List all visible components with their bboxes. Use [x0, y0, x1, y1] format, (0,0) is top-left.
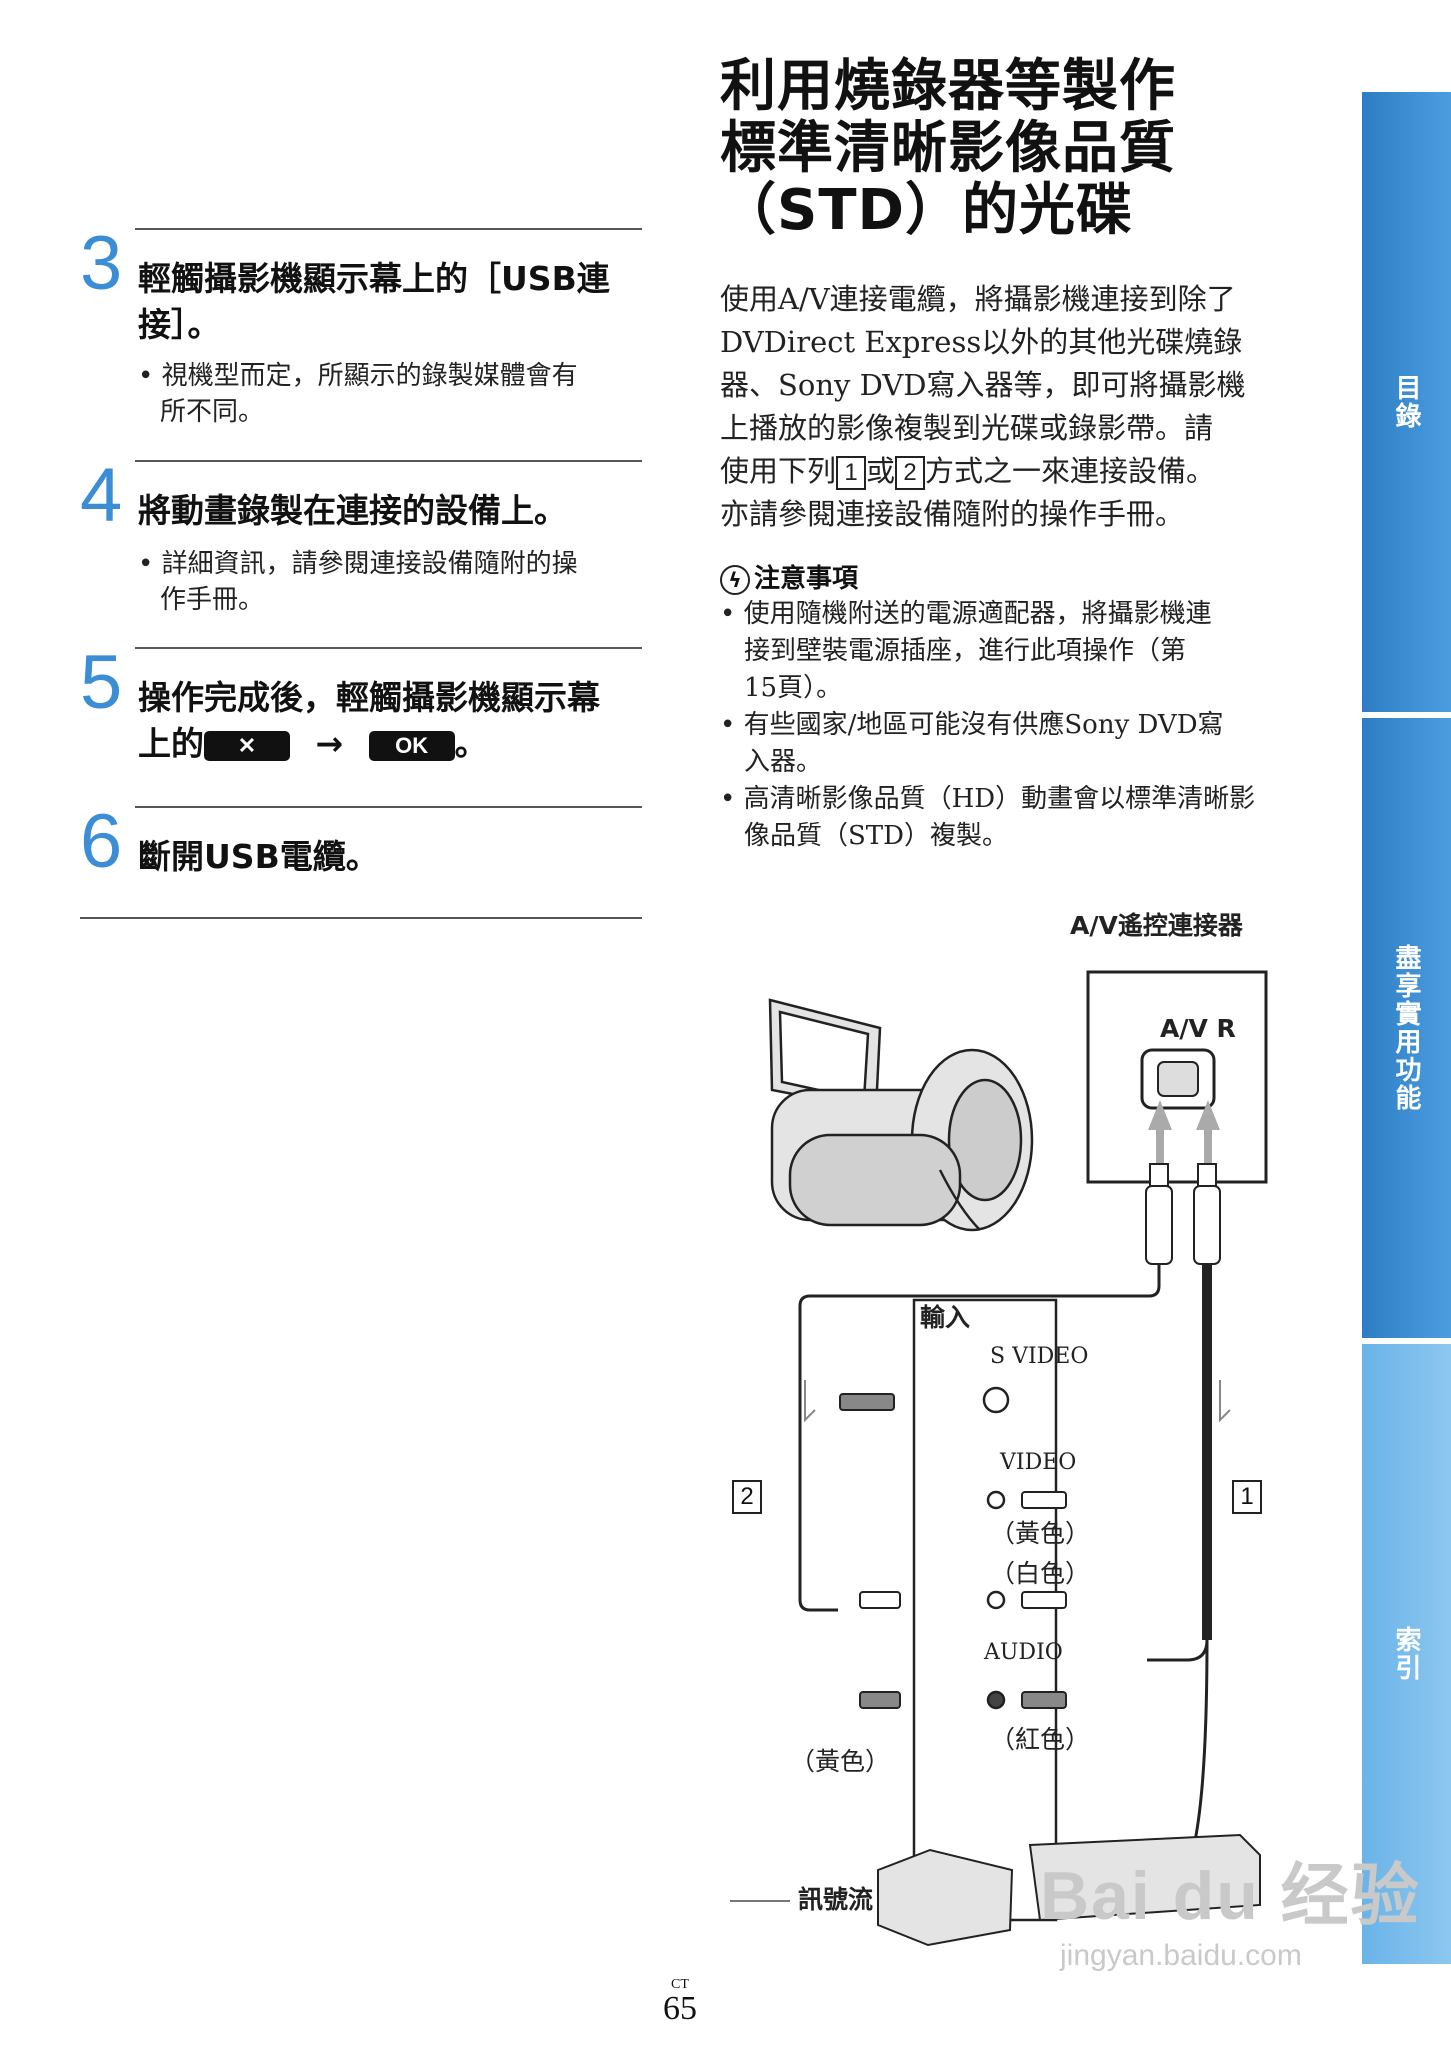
intro-line: 上播放的影像複製到光碟或錄影帶。請 [720, 411, 1214, 445]
tab-label: 索引 [1391, 1626, 1421, 1682]
step-number: 6 [80, 799, 123, 884]
caution-line: 接到壁裝電源插座，進行此項操作（第 [744, 636, 1187, 666]
tab-index[interactable]: 索引 [1362, 1344, 1451, 1964]
tab-useful-functions[interactable]: 盡享實用功能 [1362, 718, 1451, 1338]
title-line: 利用燒錄器等製作 [720, 54, 1176, 119]
tab-label: 盡享實用功能 [1391, 944, 1421, 1112]
title-line: （STD）的光碟 [720, 178, 1134, 243]
audio-label: AUDIO [984, 1640, 1063, 1665]
signal-flow-icon [804, 1380, 1231, 1423]
title-suffix: 。 [454, 724, 488, 763]
step-title: 輕觸攝影機顯示幕上的［USB連 接］。 [138, 256, 642, 348]
caution-item: • 有些國家/地區可能沒有供應Sony DVD寫 入器。 [720, 707, 1280, 781]
input-label: 輸入 [920, 1303, 971, 1332]
page-number-value: 65 [663, 1990, 697, 2027]
intro-paragraph: 使用A/V連接電纜，將攝影機連接到除了 DVDirect Express以外的其… [720, 278, 1290, 536]
caution-line: 15頁）。 [744, 673, 843, 703]
intro-line: 使用A/V連接電纜，將攝影機連接到除了 [720, 282, 1236, 316]
watermark-logo: Bai du 经验 [1040, 1858, 1421, 1934]
note-line: 作手冊。 [160, 585, 265, 615]
method-2-badge: 2 [895, 456, 926, 490]
method-1-badge: 1 [1232, 1480, 1262, 1514]
connection-diagram [768, 970, 1268, 1947]
watermark-url: jingyan.baidu.com [1060, 1939, 1302, 1972]
text: 使用下列 [720, 454, 837, 488]
note-line: • 詳細資訊，請參閱連接設備隨附的操 [138, 549, 578, 579]
caution-line: • 高清晰影像品質（HD）動畫會以標準清晰影 [720, 784, 1256, 814]
step-title: 操作完成後，輕觸攝影機顯示幕 上的✕ → OK。 [138, 675, 642, 767]
signal-flow-icon [730, 1900, 790, 1902]
method-2-badge: 2 [732, 1480, 762, 1514]
page-lang: CT [671, 1977, 689, 1992]
step-title-line: 操作完成後，輕觸攝影機顯示幕 [138, 678, 600, 717]
yellow-label-2: （黃色） [790, 1747, 891, 1776]
page-number: CT 65 [662, 1978, 698, 2026]
divider [135, 228, 642, 230]
title-line: 標準清晰影像品質 [720, 116, 1176, 181]
av-r-label: A/V R [1160, 1014, 1236, 1043]
rca-plug [839, 1393, 1067, 1709]
intro-line: 亦請參閱連接設備隨附的操作手冊。 [720, 497, 1185, 531]
step-note: • 視機型而定，所顯示的錄製媒體會有 所不同。 [138, 358, 622, 430]
arrow-icon: → [315, 724, 344, 763]
signal-flow-text: 訊號流 [798, 1885, 874, 1914]
connector-title: A/V遙控連接器 [1070, 911, 1243, 940]
caution-item: • 使用隨機附送的電源適配器，將攝影機連 接到壁裝電源插座，進行此項操作（第 1… [720, 596, 1280, 707]
method-1-badge: 1 [836, 456, 867, 490]
tab-contents[interactable]: 目錄 [1362, 92, 1451, 712]
step-number: 3 [80, 221, 123, 306]
note-line: 所不同。 [160, 397, 265, 427]
intro-line: DVDirect Express以外的其他光碟燒錄 [720, 325, 1243, 359]
video-label: VIDEO [1000, 1450, 1077, 1475]
step-title: 將動畫錄製在連接的設備上。 [138, 491, 567, 530]
caution-item: • 高清晰影像品質（HD）動畫會以標準清晰影 像品質（STD）複製。 [720, 781, 1280, 855]
step-title: 斷開USB電纜。 [138, 837, 379, 876]
divider [135, 806, 642, 808]
intro-line: 器、Sony DVD寫入器等，即可將攝影機 [720, 368, 1246, 402]
dvd-writer-illustration [877, 1848, 1014, 1947]
title-prefix: 上的 [138, 724, 204, 763]
close-button: ✕ [204, 730, 290, 761]
step-title-line: 接］。 [138, 305, 221, 344]
s-video-label: S VIDEO [990, 1344, 1089, 1369]
step-note: • 詳細資訊，請參閱連接設備隨附的操 作手冊。 [138, 546, 622, 618]
text: 方式之一來連接設備。 [925, 454, 1216, 488]
input-panel [912, 1298, 1058, 1922]
caution-line: 入器。 [744, 747, 823, 777]
white-label: （白色） [990, 1559, 1091, 1588]
step-title-line: 輕觸攝影機顯示幕上的［USB連 [138, 259, 610, 298]
camcorder-illustration [768, 998, 1034, 1232]
note-line: • 視機型而定，所顯示的錄製媒體會有 [138, 361, 578, 391]
ok-button: OK [368, 730, 455, 761]
page-title: 利用燒錄器等製作 標準清晰影像品質 （STD）的光碟 [720, 56, 1280, 242]
caution-line: • 有些國家/地區可能沒有供應Sony DVD寫 [720, 710, 1224, 740]
up-arrow-icon [1148, 1100, 1220, 1164]
divider [80, 917, 642, 919]
text: 或 [866, 454, 896, 488]
step-number: 4 [80, 453, 123, 538]
caution-heading-text: 注意事項 [754, 564, 859, 594]
av-r-connector-panel [1086, 970, 1268, 1184]
watermark: Bai du 经验 jingyan.baidu.com [1040, 1840, 1421, 1973]
divider [135, 647, 642, 649]
caution-icon: ϟ [720, 564, 750, 595]
step-title-line: 上的✕ → OK。 [138, 721, 642, 767]
yellow-label: （黃色） [990, 1519, 1091, 1548]
caution-list: • 使用隨機附送的電源適配器，將攝影機連 接到壁裝電源插座，進行此項操作（第 1… [720, 596, 1280, 855]
av-cable-plug [1145, 1163, 1221, 1265]
caution-line: 像品質（STD）複製。 [744, 821, 1008, 851]
divider [135, 460, 642, 462]
step-number: 5 [80, 640, 123, 725]
red-label: （紅色） [990, 1725, 1091, 1754]
caution-line: • 使用隨機附送的電源適配器，將攝影機連 [720, 599, 1212, 629]
signal-flow-legend: 訊號流 [730, 1880, 873, 1916]
vcr-illustration [1028, 1833, 1261, 1922]
tab-label: 目錄 [1391, 374, 1421, 430]
